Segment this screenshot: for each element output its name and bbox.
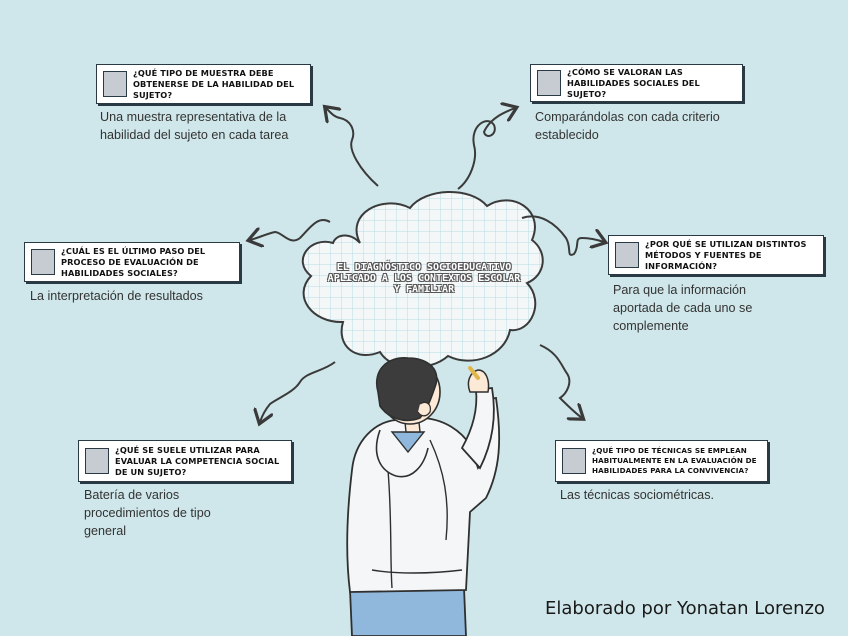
arrow-left	[250, 220, 330, 240]
checkbox-square-icon	[537, 70, 561, 96]
arrow-top-right	[458, 108, 515, 189]
checkbox-square-icon	[103, 71, 127, 97]
person-illustration	[347, 358, 499, 636]
question-box-6: ¿Qué tipo de técnicas se emplean habitua…	[555, 440, 768, 482]
question-text: ¿Qué tipo de técnicas se emplean habitua…	[592, 446, 761, 476]
question-box-4: ¿Por qué se utilizan distintos métodos y…	[608, 235, 824, 275]
question-box-5: ¿Qué se suele utilizar para evaluar la c…	[78, 440, 292, 482]
answer-text: Comparándolas con cada criterio establec…	[535, 108, 735, 144]
question-box-2: ¿Cómo se valoran las habilidades sociale…	[530, 64, 743, 102]
answer-text: Una muestra representativa de la habilid…	[100, 108, 300, 144]
checkbox-square-icon	[85, 448, 109, 474]
question-box-3: ¿Cuál es el último paso del proceso de e…	[24, 242, 240, 282]
question-text: ¿Cómo se valoran las habilidades sociale…	[567, 67, 736, 100]
arrow-bottom-right	[540, 345, 582, 418]
author-credit: Elaborado por Yonatan Lorenzo	[545, 598, 825, 619]
question-text: ¿Cuál es el último paso del proceso de e…	[61, 246, 233, 279]
question-text: ¿Qué tipo de muestra debe obtenerse de l…	[133, 68, 304, 101]
checkbox-square-icon	[31, 249, 55, 275]
question-text: ¿Qué se suele utilizar para evaluar la c…	[115, 445, 285, 478]
arrow-bottom-left	[260, 362, 335, 422]
answer-text: Batería de varios procedimientos de tipo…	[84, 486, 244, 540]
question-text: ¿Por qué se utilizan distintos métodos y…	[645, 239, 817, 272]
answer-text: Las técnicas sociométricas.	[560, 486, 760, 504]
checkbox-square-icon	[562, 448, 586, 474]
checkbox-square-icon	[615, 242, 639, 268]
arrow-top-left	[326, 108, 378, 186]
central-title: El diagnóstico socioeducativo aplicado a…	[326, 262, 522, 295]
answer-text: La interpretación de resultados	[30, 287, 240, 305]
question-box-1: ¿Qué tipo de muestra debe obtenerse de l…	[96, 64, 311, 104]
answer-text: Para que la información aportada de cada…	[613, 281, 783, 335]
